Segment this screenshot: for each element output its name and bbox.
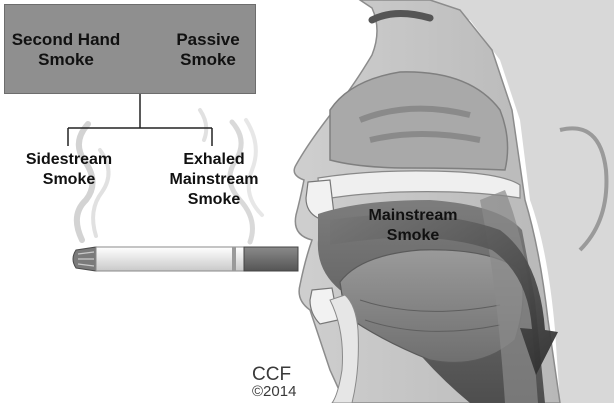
cigarette [73, 247, 298, 271]
mainstream-smoke-label: Mainstream Smoke [350, 206, 476, 246]
cigarette-filter [244, 247, 298, 271]
sidestream-smoke-label: Sidestream Smoke [10, 150, 128, 190]
second-hand-smoke-label: Second Hand Smoke [6, 30, 126, 70]
passive-smoke-label: Passive Smoke [160, 30, 256, 70]
credit-year: ©2014 [252, 383, 296, 400]
credit-org: CCF [252, 366, 296, 383]
copyright-credit: CCF ©2014 [252, 366, 296, 400]
exhaled-mainstream-smoke-label: Exhaled Mainstream Smoke [158, 150, 270, 210]
cigarette-paper [96, 247, 244, 271]
cigarette-band [232, 247, 236, 271]
